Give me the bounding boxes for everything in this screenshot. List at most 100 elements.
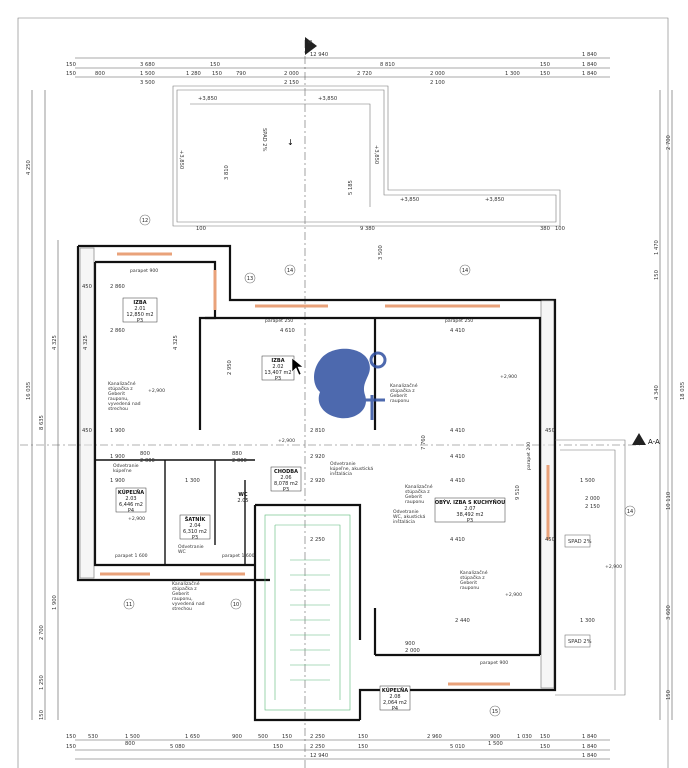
svg-text:6,310 m2: 6,310 m2 [183, 529, 207, 535]
svg-text:Geberit: Geberit [172, 591, 189, 597]
sheet-frame [17, 17, 669, 768]
svg-text:150: 150 [66, 62, 76, 68]
room-tag-2-08: KÚPEĽŇA 2.08 2,064 m2 P4 [379, 685, 411, 712]
svg-text:150: 150 [212, 71, 222, 77]
svg-text:P3: P3 [137, 318, 143, 324]
svg-text:12 940: 12 940 [310, 753, 328, 759]
staircase [264, 514, 351, 711]
svg-text:100: 100 [555, 226, 565, 232]
svg-text:10: 10 [233, 602, 239, 608]
svg-text:Kanalizačné: Kanalizačné [405, 483, 433, 490]
svg-text:2.02: 2.02 [272, 364, 283, 370]
svg-text:150: 150 [540, 62, 550, 68]
svg-text:150: 150 [210, 62, 220, 68]
svg-text:IZBA: IZBA [133, 300, 146, 306]
svg-text:Kanalizačné: Kanalizačné [390, 382, 418, 389]
svg-text:3 500: 3 500 [378, 245, 384, 260]
svg-text:2 000: 2 000 [284, 71, 299, 77]
svg-text:3 810: 3 810 [224, 165, 230, 180]
svg-text:P3: P3 [275, 376, 281, 382]
svg-text:150: 150 [666, 690, 672, 700]
svg-text:150: 150 [654, 270, 660, 280]
right-dimensions: 2 700 1 470 150 18 035 4 340 10 110 3 60… [654, 90, 686, 720]
svg-text:parapet 250: parapet 250 [445, 318, 473, 324]
svg-text:8 635: 8 635 [39, 415, 45, 430]
svg-text:1 900: 1 900 [110, 428, 125, 434]
slope-label: SPAD 2% [261, 128, 267, 152]
svg-text:rauponu,: rauponu, [108, 396, 129, 402]
svg-text:150: 150 [282, 734, 292, 740]
svg-text:800: 800 [140, 451, 150, 457]
svg-text:1 840: 1 840 [582, 62, 597, 68]
svg-text:2.04: 2.04 [189, 523, 200, 529]
svg-text:2 960: 2 960 [427, 734, 442, 740]
svg-text:Odvetranie: Odvetranie [393, 509, 419, 515]
svg-text:1 500: 1 500 [488, 741, 503, 747]
room-tag-2-03: KÚPEĽŇA 2.03 6,446 m2 P4 [115, 487, 147, 514]
svg-text:P3: P3 [283, 487, 289, 493]
svg-text:1 500: 1 500 [580, 478, 595, 484]
svg-text:parapet 900: parapet 900 [130, 268, 158, 274]
svg-text:P3: P3 [192, 535, 198, 541]
svg-text:2 000: 2 000 [405, 648, 420, 654]
svg-text:2.08: 2.08 [389, 694, 400, 700]
svg-text:150: 150 [540, 734, 550, 740]
svg-text:2 250: 2 250 [310, 734, 325, 740]
svg-text:14: 14 [462, 268, 468, 274]
svg-text:2,064 m2: 2,064 m2 [383, 700, 407, 706]
svg-text:+2,900: +2,900 [605, 564, 622, 570]
svg-text:Kanalizačné: Kanalizačné [108, 380, 136, 387]
svg-text:900: 900 [490, 734, 500, 740]
svg-text:SPAD 2%: SPAD 2% [568, 639, 592, 645]
svg-text:18 035: 18 035 [680, 382, 686, 400]
svg-text:inštalácia: inštalácia [393, 518, 415, 525]
svg-text:9 510: 9 510 [515, 485, 521, 500]
svg-text:parapet 1 600: parapet 1 600 [222, 553, 255, 559]
svg-text:2 950: 2 950 [227, 360, 233, 375]
svg-text:2 000: 2 000 [585, 496, 600, 502]
svg-text:2 250: 2 250 [310, 744, 325, 750]
svg-text:stúpačka z: stúpačka z [108, 385, 133, 392]
svg-text:+3,850: +3,850 [373, 145, 379, 164]
left-dimensions: 4 250 8 635 16 035 4 325 1 900 2 700 1 2… [26, 90, 59, 720]
svg-text:WC: WC [238, 492, 248, 498]
svg-text:+2,900: +2,900 [505, 592, 522, 598]
room-tag-2-02: IZBA 2.02 13,407 m2 P3 [261, 355, 295, 382]
top-dimensions: 12 940 1 840 150 3 680 150 8 810 150 1 8… [66, 52, 610, 86]
svg-text:+2,900: +2,900 [148, 388, 165, 394]
svg-text:1 840: 1 840 [582, 744, 597, 750]
section-a-label: A-A [648, 438, 660, 446]
svg-text:15: 15 [492, 709, 498, 715]
svg-text:ŠATNÍK: ŠATNÍK [185, 515, 207, 523]
svg-text:2 000: 2 000 [430, 71, 445, 77]
svg-text:2.03: 2.03 [125, 496, 136, 502]
svg-text:stúpačka z: stúpačka z [390, 387, 415, 394]
svg-text:8,078 m2: 8,078 m2 [274, 481, 298, 487]
svg-text:800: 800 [125, 741, 135, 747]
svg-text:2 150: 2 150 [284, 80, 299, 86]
svg-text:2 250: 2 250 [310, 537, 325, 543]
svg-text:1 030: 1 030 [517, 734, 532, 740]
svg-text:1 250: 1 250 [39, 675, 45, 690]
svg-text:150: 150 [273, 744, 283, 750]
north-arrow-icon [305, 37, 317, 55]
svg-text:4 325: 4 325 [52, 335, 58, 350]
svg-text:150: 150 [540, 744, 550, 750]
svg-text:Geberit: Geberit [460, 580, 477, 586]
svg-text:2 700: 2 700 [39, 625, 45, 640]
svg-text:vyvedená nad: vyvedená nad [172, 600, 205, 607]
svg-text:+3,850: +3,850 [198, 96, 217, 102]
svg-text:+3,850: +3,850 [485, 197, 504, 203]
svg-text:rauponu: rauponu [390, 398, 409, 404]
svg-text:100: 100 [196, 226, 206, 232]
svg-text:Geberit: Geberit [108, 391, 125, 397]
svg-text:7 760: 7 760 [421, 435, 427, 450]
svg-text:1 840: 1 840 [582, 753, 597, 759]
svg-text:2 100: 2 100 [430, 80, 445, 86]
svg-text:14: 14 [627, 509, 633, 515]
svg-text:kúpeľne, akustická: kúpeľne, akustická [330, 465, 373, 472]
svg-text:WC: WC [178, 549, 186, 555]
svg-text:4 325: 4 325 [173, 335, 179, 350]
svg-text:2 150: 2 150 [585, 504, 600, 510]
